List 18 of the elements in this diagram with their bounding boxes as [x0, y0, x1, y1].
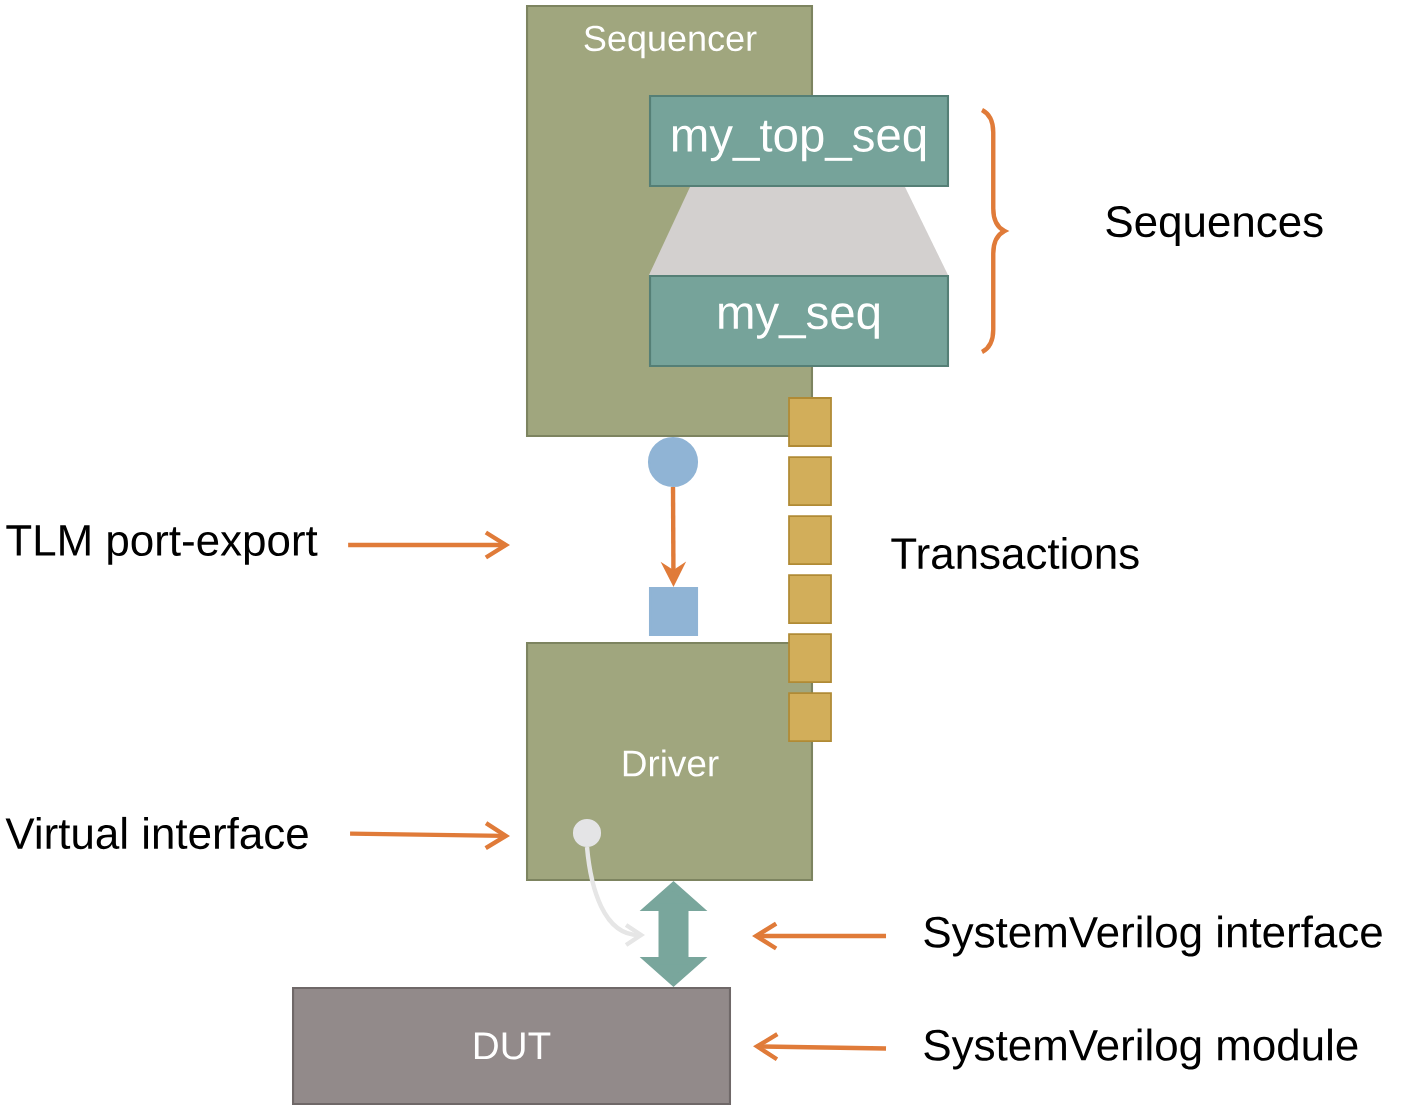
arrow: [350, 821, 510, 851]
dut-box: DUT: [292, 986, 732, 1106]
sequence-box: my_top_seq: [649, 94, 950, 188]
annotation-text: Transactions: [891, 536, 1139, 570]
annotation-text: SystemVerilog module: [924, 1028, 1358, 1070]
port-circle: [647, 436, 699, 488]
annotation-text: Virtual interface: [5, 816, 308, 850]
hierarchy-trapezoid: [649, 187, 948, 275]
annotation-text: Sequences: [1106, 206, 1323, 246]
arrow: [753, 1032, 887, 1062]
driver-box: Driver: [526, 641, 814, 882]
arrow: [752, 921, 886, 951]
annotation-text: TLM port-export: [6, 525, 318, 565]
annotation-text: SystemVerilog interface: [924, 915, 1382, 957]
arrow: [348, 530, 510, 560]
arrow: [584, 846, 645, 947]
export-square: [648, 586, 699, 637]
sequence-box: my_seq: [649, 274, 950, 368]
